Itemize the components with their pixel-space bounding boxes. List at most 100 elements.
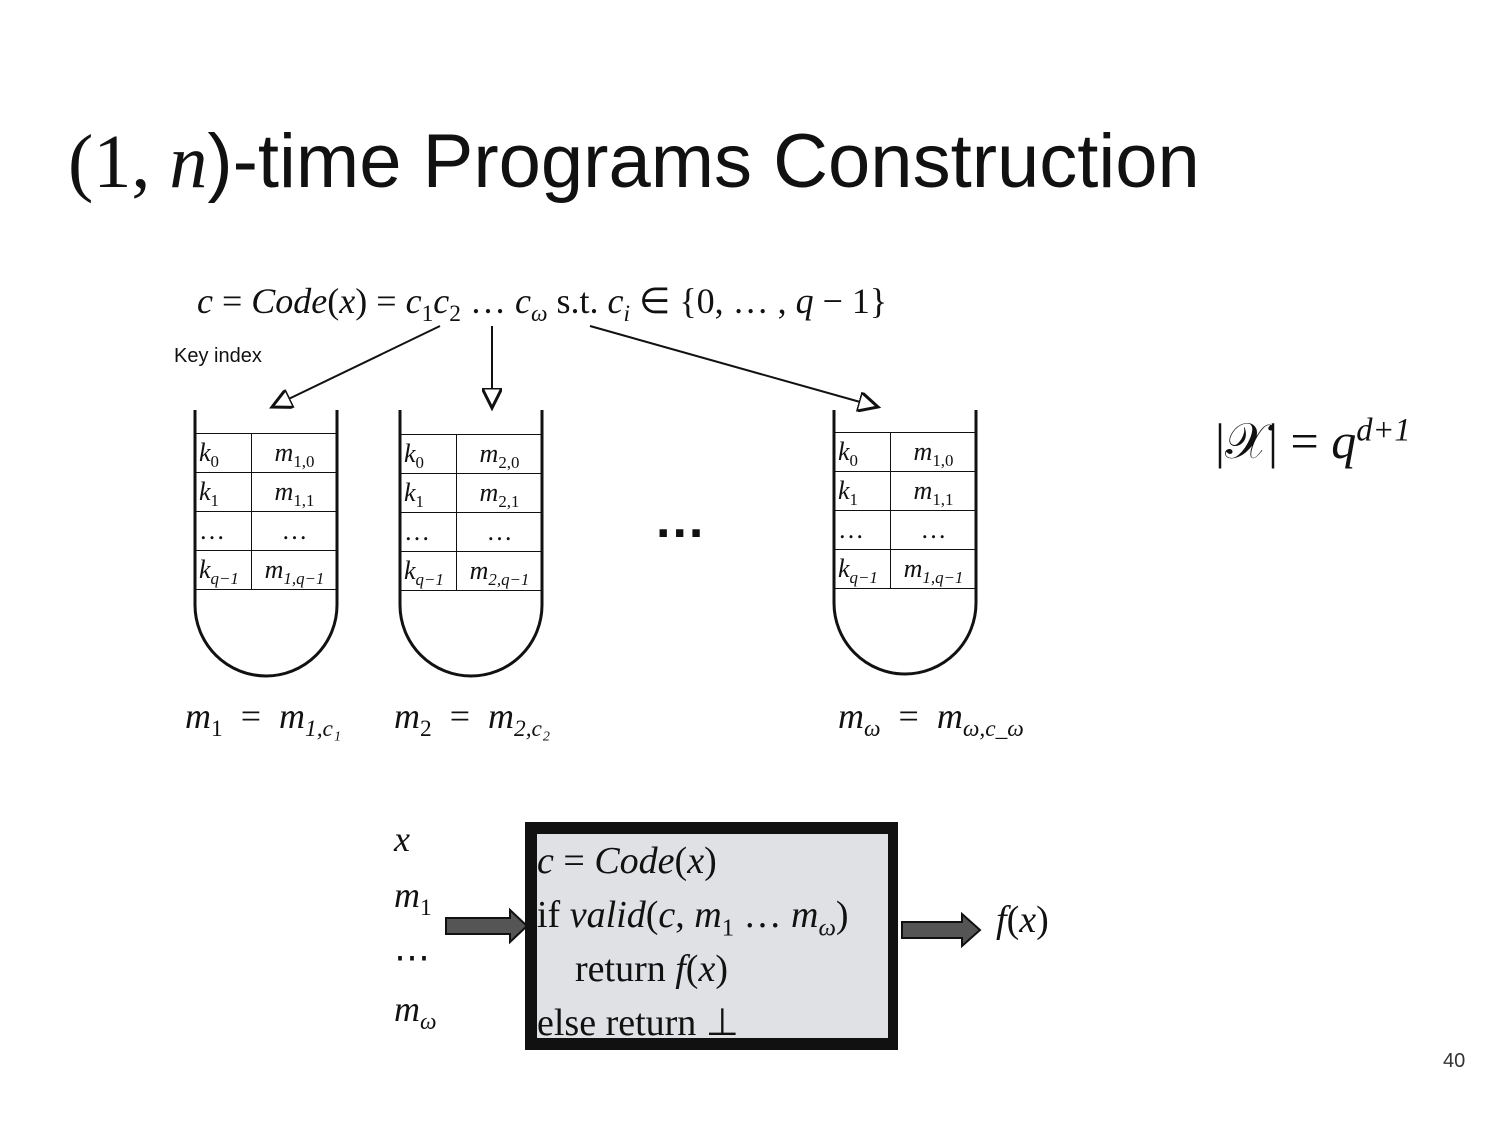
math-subscript: ω (420, 1009, 437, 1036)
message-cell: m1,1 (251, 472, 337, 512)
message-cell: m2,0 (456, 434, 542, 474)
input-3: ⋯ (394, 936, 430, 978)
input-4: mω (394, 988, 437, 1034)
math-segment: m (394, 875, 420, 915)
cell-subscript: 1,q−1 (922, 568, 964, 588)
cell-subscript: q−1 (210, 569, 239, 589)
bucket-outline-3 (832, 410, 978, 676)
math-subscript: ω (818, 914, 836, 942)
math-subscript: i (623, 301, 630, 328)
math-segment: |𝒳| = (1215, 413, 1332, 469)
key-cell: … (834, 510, 891, 550)
cell-subscript: 2,0 (498, 453, 520, 473)
math-segment: = (431, 696, 489, 736)
key-cell: k1 (834, 471, 891, 511)
math-segment: m (394, 989, 420, 1029)
ellipsis-cell-text: … (838, 515, 864, 544)
math-segment: q (1331, 413, 1357, 469)
cell-symbol: k (199, 477, 211, 506)
math-segment: ( (327, 281, 340, 321)
math-segment: = (880, 696, 937, 736)
math-segment: valid (569, 894, 646, 936)
cell-subscript: 1 (849, 490, 858, 510)
math-segment: c (197, 281, 213, 321)
cell-symbol: m (264, 555, 284, 584)
bucket-caption-2: m2 = m2,c₂ (394, 695, 550, 741)
cell-symbol: k (838, 437, 850, 466)
output-arrow (901, 911, 982, 949)
table-row: kq−1 m1,q−1 (195, 550, 337, 590)
key-cell: kq−1 (400, 551, 457, 591)
domain-size-formula: |𝒳| = qd+1 (1215, 412, 1411, 471)
math-segment: x (394, 819, 410, 859)
cell-subscript: 1,q−1 (283, 569, 325, 589)
message-cell: m1,0 (251, 433, 337, 473)
math-segment: c (405, 281, 422, 321)
key-cell: kq−1 (195, 550, 252, 590)
key-index-label: Key index (174, 345, 262, 367)
key-cell: … (400, 512, 457, 552)
cell-subscript: 1,0 (293, 452, 315, 472)
math-segment: x (698, 948, 716, 990)
table-row: …… (195, 511, 337, 551)
math-segment: else return ⊥ (537, 1002, 739, 1044)
math-subscript: 2 (420, 716, 432, 743)
math-segment: s.t. (547, 281, 608, 321)
math-segment: , (675, 894, 695, 936)
math-segment: ) (715, 948, 728, 990)
message-cell: … (890, 510, 976, 550)
key-cell: kq−1 (834, 549, 891, 589)
message-cell: m1,0 (890, 432, 976, 472)
math-segment: m (279, 696, 306, 736)
math-segment: m (185, 696, 211, 736)
math-segment: m (838, 696, 864, 736)
cell-subscript: 2,1 (498, 492, 520, 512)
math-segment: if (537, 894, 570, 936)
math-segment: ) (1036, 899, 1049, 941)
math-segment: ( (1006, 899, 1020, 941)
math-segment: ( (685, 948, 699, 990)
title-text: )-time Programs Construction (207, 119, 1200, 204)
cell-subscript: 1,1 (932, 490, 954, 510)
message-cell: m2,q−1 (456, 551, 542, 591)
cell-symbol: m (469, 556, 489, 585)
math-subscript: 1,c₁ (305, 716, 342, 743)
key-cell: … (195, 511, 252, 551)
math-segment: m (394, 696, 420, 736)
math-segment: Code (251, 281, 328, 321)
math-segment: ( (645, 894, 659, 936)
cell-symbol: k (199, 555, 211, 584)
cell-subscript: 0 (849, 451, 858, 471)
math-subscript: 2 (449, 301, 461, 328)
key-cell: k0 (195, 433, 252, 473)
cell-symbol: m (903, 554, 923, 583)
math-segment: ∈ {0, … , (629, 281, 796, 321)
math-segment: return (537, 948, 676, 990)
math-segment: m (936, 696, 963, 736)
cell-symbol: k (199, 438, 211, 467)
output-fx: f(x) (996, 898, 1049, 942)
math-segment: f (996, 899, 1007, 941)
ellipsis-cell-text: … (920, 515, 947, 544)
math-supscript: d+1 (1356, 412, 1411, 449)
message-cell: … (456, 512, 542, 552)
math-subscript: ω (864, 716, 881, 743)
cell-symbol: k (404, 439, 416, 468)
cell-symbol: k (838, 476, 850, 505)
ellipsis-cell-text: … (199, 516, 225, 545)
math-subscript: 1 (420, 895, 432, 922)
math-segment: = (222, 696, 280, 736)
program-box: c = Code(x) if valid(c, m1 … mω) return … (525, 822, 898, 1050)
table-row: …… (834, 510, 976, 550)
title-one: 1, (93, 120, 170, 204)
program-line-4: else return ⊥ (537, 996, 888, 1050)
key-cell: k1 (400, 473, 457, 513)
program-code: c = Code(x) if valid(c, m1 … mω) return … (537, 834, 888, 1044)
input-arrow (445, 907, 529, 945)
